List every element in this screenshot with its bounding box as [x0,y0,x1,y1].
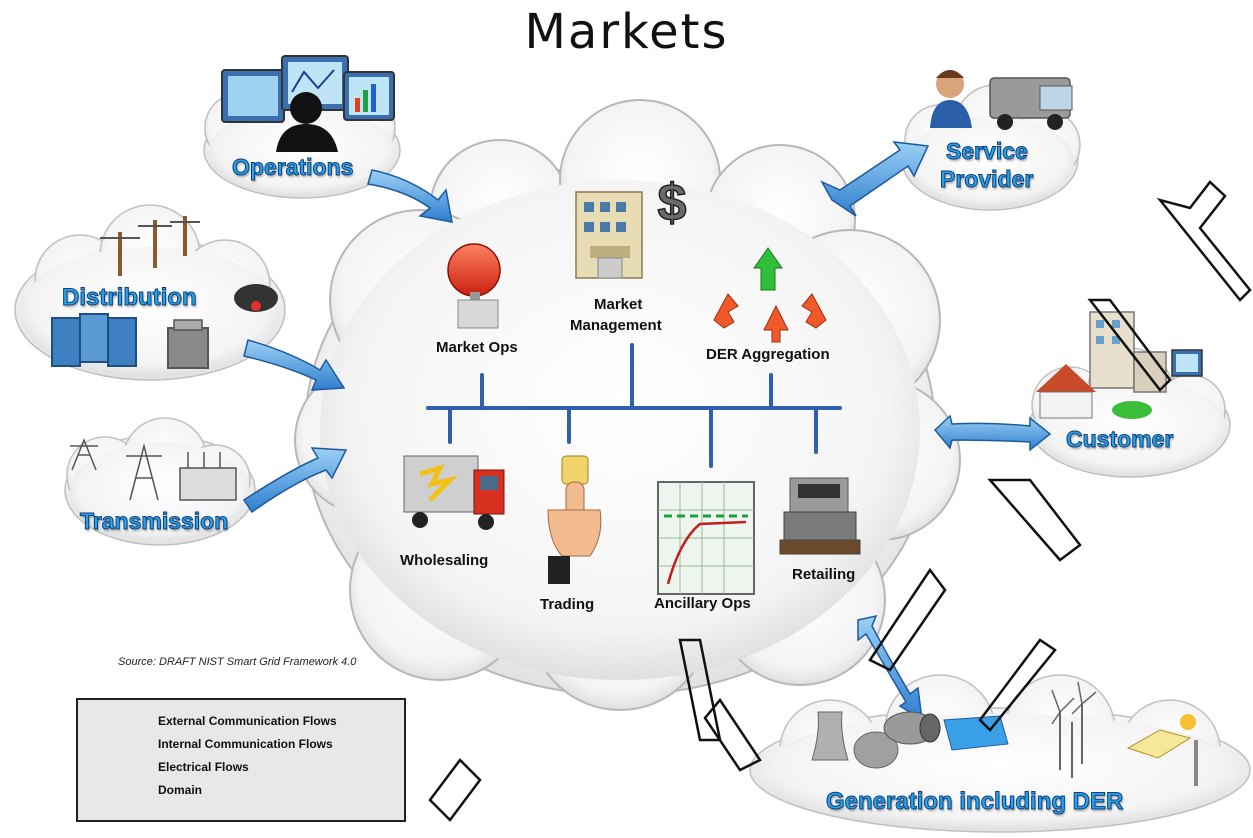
trading-label: Trading [540,596,595,613]
bank-dollar-icon: $ [575,173,687,279]
internal-flows [426,343,842,468]
technician-truck-icon [930,70,1073,130]
legend-label-electrical: Electrical Flows [158,760,249,774]
distribution-label: Distribution [62,284,198,312]
customer-flow-arrow [933,414,1052,452]
service-provider-label-line2: Provider [939,166,1034,193]
legend-item: Domain [78,781,404,801]
turbine-engine-icon [883,711,941,745]
legend-item: Electrical Flows [78,758,404,778]
svg-text:$: $ [658,174,687,232]
service-provider-label-line1: Service [946,138,1029,165]
sensor-icon [234,284,278,312]
transmission-tower-icon [70,437,237,501]
customer-label: Customer [1065,426,1174,453]
monitors-icon [221,55,395,152]
alarm-bell-icon [447,243,501,329]
transmission-flow-arrow [242,447,348,514]
buildings-icon [1036,311,1203,419]
wind-turbine-icon [1051,681,1097,778]
wholesaling-label: Wholesaling [400,552,489,569]
draft-watermark [428,180,1252,822]
legend-label-external: External Communication Flows [158,714,337,728]
operations-flow-arrow [367,169,453,223]
cash-register-icon [779,477,861,555]
legend-item: Internal Communication Flows [78,735,404,755]
market-ops-label: Market Ops [436,339,518,356]
truck-icon [403,455,505,530]
chart-icon [657,481,755,595]
substation-icon [51,313,209,369]
market-management-label-line1: Market [594,296,643,313]
page-title: Markets [524,4,729,60]
distribution-flow-arrow [243,339,346,391]
der-aggregation-label: DER Aggregation [706,346,830,363]
utility-pole-icon [100,216,200,276]
legend-item: External Communication Flows [78,712,404,732]
operations-label: Operations [231,154,354,181]
aggregation-arrows-icon [713,247,827,343]
retailing-label: Retailing [792,566,856,583]
legend-label-domain: Domain [158,783,203,797]
trading-hand-icon [547,455,602,584]
generation-label: Generation including DER [825,788,1124,816]
power-plant-icon [811,711,899,769]
legend-label-internal: Internal Communication Flows [158,737,333,751]
legend-box: External Communication Flows Internal Co… [76,698,406,822]
market-management-label-line2: Management [570,317,662,334]
transmission-label: Transmission [79,508,229,535]
service-provider-flow-arrow [820,141,930,217]
ancillary-ops-label: Ancillary Ops [654,595,751,612]
source-note: Source: DRAFT NIST Smart Grid Framework … [118,656,357,668]
solar-panel-icon [1126,714,1198,786]
